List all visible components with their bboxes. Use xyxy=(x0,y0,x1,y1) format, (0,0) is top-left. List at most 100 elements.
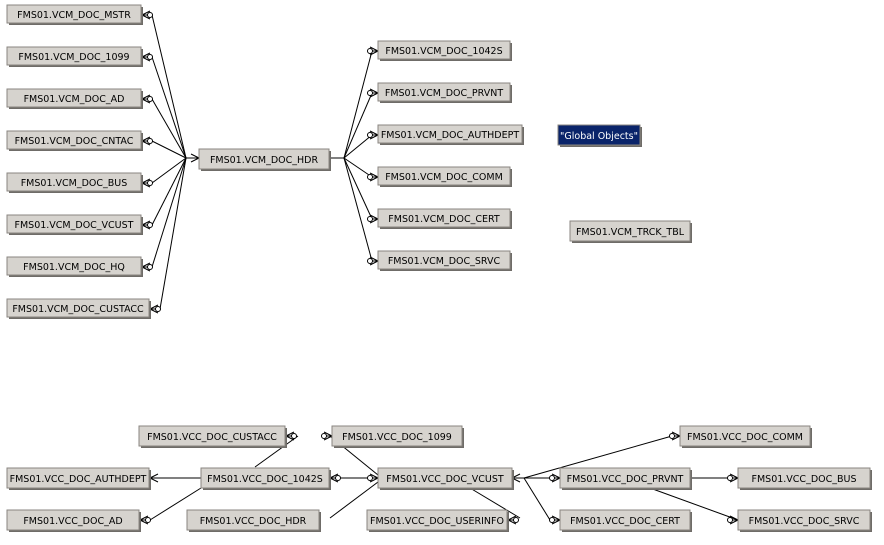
crow-vcc-authdept xyxy=(149,473,159,483)
crow-vcc-1099 xyxy=(321,431,333,441)
table-vcc-doc-userinfo[interactable]: FMS01.VCC_DOC_USERINFO xyxy=(366,509,509,532)
table-label: FMS01.VCC_DOC_AUTHDEPT xyxy=(10,474,147,485)
table-label: FMS01.VCC_DOC_1042S xyxy=(207,474,323,485)
crow-prvnt xyxy=(367,88,379,98)
table-label: FMS01.VCC_DOC_SRVC xyxy=(749,516,860,527)
table-vcc-doc-cert[interactable]: FMS01.VCC_DOC_CERT xyxy=(559,509,692,532)
global-objects-node[interactable]: "Global Objects" xyxy=(557,124,642,147)
crow-vcc-userinfo xyxy=(507,515,519,525)
rel-hdr-comm xyxy=(343,157,373,178)
table-label: FMS01.VCM_DOC_AD xyxy=(24,94,125,105)
table-label: FMS01.VCM_DOC_COMM xyxy=(385,172,503,183)
crow-comm xyxy=(367,172,379,182)
table-vcm-doc-authdept[interactable]: FMS01.VCM_DOC_AUTHDEPT xyxy=(377,124,524,145)
table-vcm-doc-vcust[interactable]: FMS01.VCM_DOC_VCUST xyxy=(6,214,143,235)
table-vcc-doc-1042s[interactable]: FMS01.VCC_DOC_1042S xyxy=(200,467,331,490)
table-vcc-doc-hdr[interactable]: FMS01.VCC_DOC_HDR xyxy=(186,509,321,532)
table-vcc-doc-comm[interactable]: FMS01.VCC_DOC_COMM xyxy=(679,425,812,448)
crow-hdr-left xyxy=(190,153,200,163)
crow-vcc-custacc xyxy=(285,431,297,441)
rel-hdr-prvnt xyxy=(343,92,373,159)
crow-cntac xyxy=(141,136,153,146)
table-vcm-doc-hdr[interactable]: FMS01.VCM_DOC_HDR xyxy=(198,148,331,171)
table-vcc-doc-prvnt[interactable]: FMS01.VCC_DOC_PRVNT xyxy=(559,467,692,490)
table-label: FMS01.VCC_DOC_1099 xyxy=(342,432,452,443)
tables: FMS01.VCM_DOC_MSTR FMS01.VCM_DOC_1099 FM… xyxy=(6,4,872,532)
table-vcm-doc-ad[interactable]: FMS01.VCM_DOC_AD xyxy=(6,88,143,109)
table-vcm-doc-hq[interactable]: FMS01.VCM_DOC_HQ xyxy=(6,256,143,277)
rel-vcc-vcust-userinfo xyxy=(469,487,521,519)
table-vcc-doc-vcust[interactable]: FMS01.VCC_DOC_VCUST xyxy=(377,467,514,490)
table-label: FMS01.VCM_DOC_PRVNT xyxy=(385,88,503,99)
rel-hdr-cert xyxy=(343,157,373,220)
rel-hdr-1042s xyxy=(343,50,373,159)
table-vcc-doc-srvc[interactable]: FMS01.VCC_DOC_SRVC xyxy=(737,509,872,532)
table-label: FMS01.VCM_DOC_1042S xyxy=(385,46,502,57)
table-vcc-doc-1099[interactable]: FMS01.VCC_DOC_1099 xyxy=(331,425,464,448)
table-label: FMS01.VCM_DOC_MSTR xyxy=(17,10,131,21)
table-vcc-doc-authdept[interactable]: FMS01.VCC_DOC_AUTHDEPT xyxy=(6,467,151,490)
crow-cert xyxy=(367,214,379,224)
table-label: FMS01.VCC_DOC_AD xyxy=(23,516,122,527)
table-label: FMS01.VCM_DOC_HQ xyxy=(23,262,125,273)
rel-bus-hdr xyxy=(151,157,187,184)
table-label: FMS01.VCM_TRCK_TBL xyxy=(576,227,685,238)
table-vcc-doc-custacc[interactable]: FMS01.VCC_DOC_CUSTACC xyxy=(138,425,287,448)
table-vcm-doc-mstr[interactable]: FMS01.VCM_DOC_MSTR xyxy=(6,4,143,25)
table-label: FMS01.VCM_DOC_SRVC xyxy=(388,256,501,267)
table-label: FMS01.VCC_DOC_CUSTACC xyxy=(147,432,277,443)
crow-mstr xyxy=(141,10,153,20)
crow-vcc-prvnt xyxy=(549,473,561,483)
table-vcm-doc-1099[interactable]: FMS01.VCM_DOC_1099 xyxy=(6,46,143,67)
crow-vcc-comm xyxy=(669,431,681,441)
table-vcm-doc-cntac[interactable]: FMS01.VCM_DOC_CNTAC xyxy=(6,130,143,151)
crow-1099 xyxy=(141,52,153,62)
rel-vcc-hub-comm xyxy=(523,435,673,479)
table-vcc-doc-bus[interactable]: FMS01.VCC_DOC_BUS xyxy=(737,467,872,490)
table-vcc-doc-ad[interactable]: FMS01.VCC_DOC_AD xyxy=(6,509,141,532)
crow-vcc-1042s-right xyxy=(329,473,341,483)
table-label: FMS01.VCM_DOC_CNTAC xyxy=(15,136,134,147)
table-label: FMS01.VCM_DOC_1099 xyxy=(18,52,129,63)
rel-vcc-hdr-vcust xyxy=(329,481,379,519)
rel-vcust-hdr xyxy=(151,157,187,226)
crow-feet-vcm xyxy=(141,10,379,314)
table-label: FMS01.VCM_DOC_HDR xyxy=(210,155,319,166)
table-label: FMS01.VCM_DOC_AUTHDEPT xyxy=(381,130,519,141)
crow-bus xyxy=(141,178,153,188)
crow-feet-vcc xyxy=(139,431,739,525)
crow-vcc-ad xyxy=(139,515,151,525)
global-objects-label: "Global Objects" xyxy=(560,131,638,142)
crow-vcc-srvc xyxy=(727,515,739,525)
table-label: FMS01.VCM_DOC_BUS xyxy=(21,178,128,189)
crow-custacc xyxy=(149,304,161,314)
table-vcm-doc-custacc[interactable]: FMS01.VCM_DOC_CUSTACC xyxy=(6,298,151,319)
table-label: FMS01.VCC_DOC_CERT xyxy=(570,516,680,527)
table-label: FMS01.VCC_DOC_BUS xyxy=(752,474,857,485)
crow-1042s xyxy=(367,46,379,56)
rel-vcc-custacc-1042s xyxy=(254,435,299,468)
table-vcm-doc-srvc[interactable]: FMS01.VCM_DOC_SRVC xyxy=(377,250,512,271)
table-vcm-doc-comm[interactable]: FMS01.VCM_DOC_COMM xyxy=(377,166,512,187)
rel-vcc-ad-1042s xyxy=(149,487,202,521)
table-vcm-doc-cert[interactable]: FMS01.VCM_DOC_CERT xyxy=(377,208,512,229)
table-vcm-doc-bus[interactable]: FMS01.VCM_DOC_BUS xyxy=(6,172,143,193)
crow-hq xyxy=(141,262,153,272)
table-label: FMS01.VCC_DOC_HDR xyxy=(200,516,307,527)
table-label: FMS01.VCC_DOC_USERINFO xyxy=(370,516,504,527)
table-vcm-trck-tbl[interactable]: FMS01.VCM_TRCK_TBL xyxy=(569,220,692,243)
rel-cntac-hdr xyxy=(151,140,187,159)
rel-hdr-authdept xyxy=(343,134,373,159)
rel-1099-hdr xyxy=(151,56,187,159)
crow-vcust xyxy=(141,220,153,230)
crow-authdept xyxy=(367,130,379,140)
relationships-vcm xyxy=(151,14,373,310)
relationships-vcc xyxy=(149,435,739,521)
table-label: FMS01.VCC_DOC_VCUST xyxy=(386,474,504,485)
table-label: FMS01.VCM_DOC_VCUST xyxy=(15,220,134,231)
rel-ad-hdr xyxy=(151,98,187,159)
rel-hdr-srvc xyxy=(343,157,373,262)
table-vcm-doc-prvnt[interactable]: FMS01.VCM_DOC_PRVNT xyxy=(377,82,512,103)
table-vcm-doc-1042s[interactable]: FMS01.VCM_DOC_1042S xyxy=(377,40,512,61)
